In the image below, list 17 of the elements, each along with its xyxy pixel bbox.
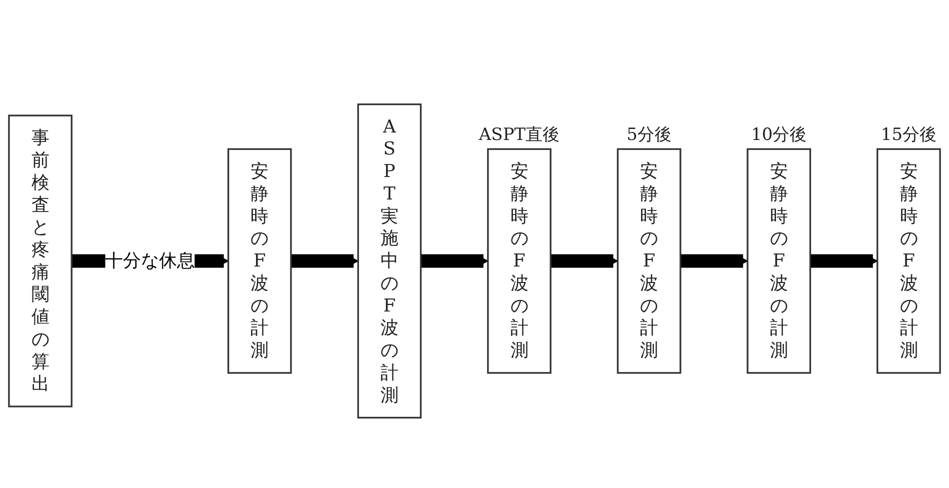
arrow [420, 254, 488, 268]
node-box: 安静時のF波の計測 [746, 148, 812, 374]
node-box: 安静時のF波の計測 [227, 148, 292, 374]
node-box: 安静時のF波の計測 [616, 148, 682, 374]
arrow [680, 254, 748, 268]
edge-label: 十分な休息 [105, 250, 195, 272]
time-caption: 10分後 [751, 124, 807, 146]
time-caption: 5分後 [626, 124, 672, 146]
node-box: 事前検査と疼痛閾値の算出 [8, 114, 72, 408]
arrow [810, 254, 878, 268]
node-box: ASPT実施中のF波の計測 [357, 103, 422, 419]
time-caption: 15分後 [880, 124, 937, 146]
time-caption: ASPT直後 [478, 124, 560, 146]
node-box: 安静時のF波の計測 [487, 148, 552, 374]
arrow [550, 254, 618, 268]
node-box: 安静時のF波の計測 [876, 148, 941, 374]
arrow [290, 254, 359, 268]
